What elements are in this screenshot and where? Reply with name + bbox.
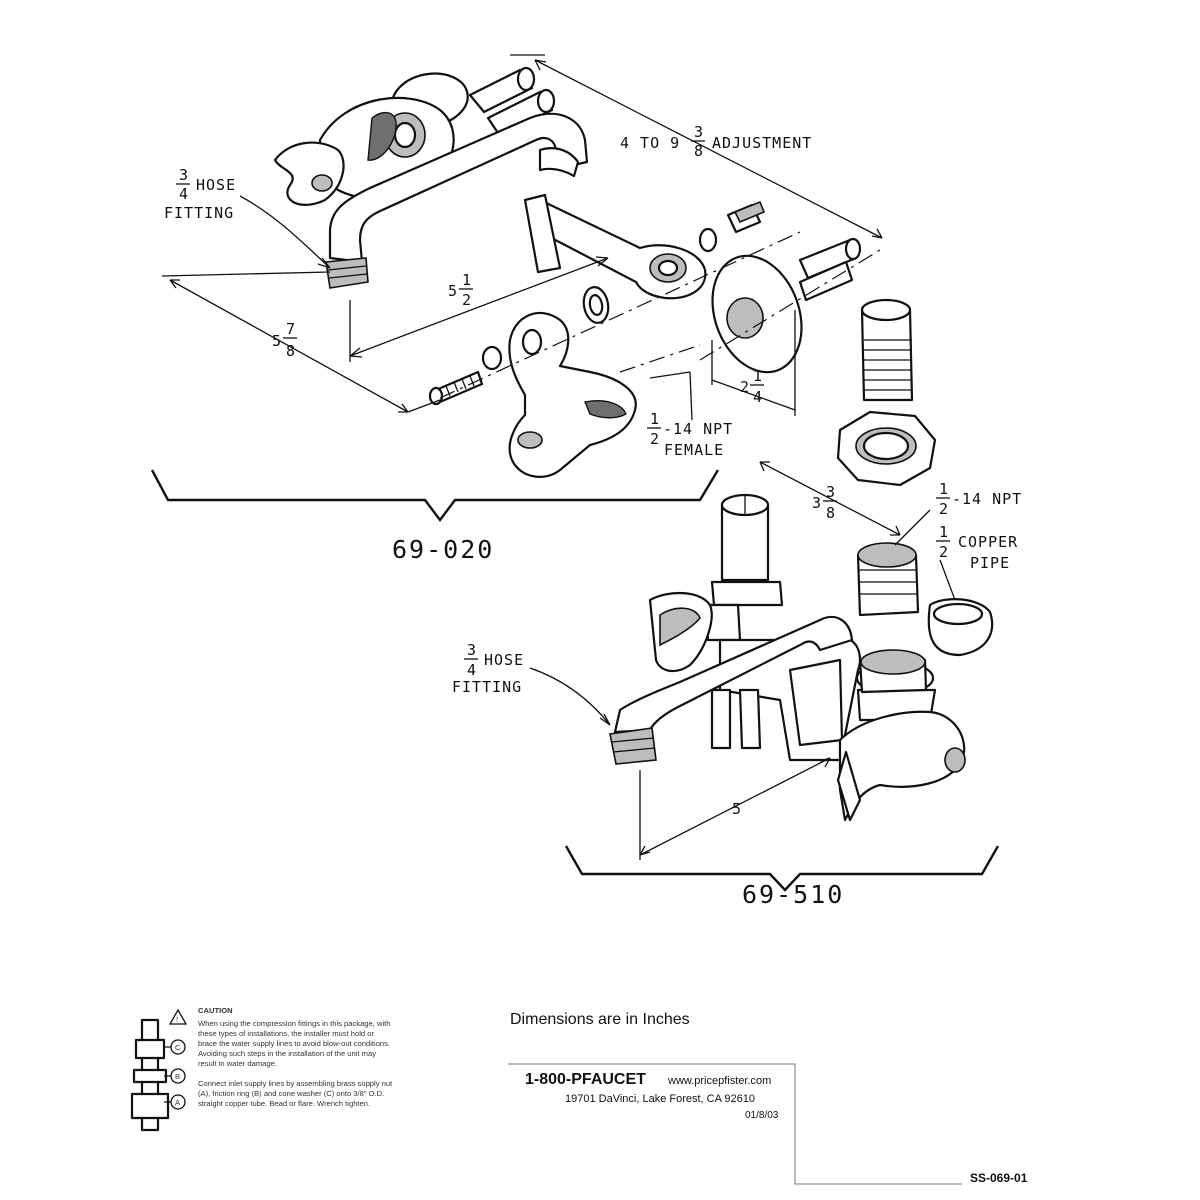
label-hose-fitting-bottom: 3 4 HOSE FITTING <box>452 641 524 696</box>
svg-text:3: 3 <box>694 123 703 141</box>
dimension-2-1-4: 2 1 4 <box>740 367 764 406</box>
svg-text:Connect inlet supply lines by: Connect inlet supply lines by assembling… <box>198 1079 393 1088</box>
svg-text:8: 8 <box>694 142 703 160</box>
svg-text:3: 3 <box>812 494 821 512</box>
svg-text:4 TO 9: 4 TO 9 <box>620 134 680 152</box>
svg-text:5: 5 <box>272 332 281 350</box>
bottom-labels: 3 3 8 1 2 -14 NPT 1 2 COPPER PIPE 3 4 HO… <box>452 480 1022 909</box>
faucet-69-510-drawing <box>609 298 994 822</box>
svg-text:1: 1 <box>650 410 659 428</box>
svg-text:brace the water supply lines t: brace the water supply lines to avoid bl… <box>198 1039 390 1048</box>
dimension-5-1-2: 5 1 2 <box>448 271 473 309</box>
svg-text:result in water damage.: result in water damage. <box>198 1059 277 1068</box>
faucet-69-020-drawing <box>273 66 881 478</box>
model-69-510: 69-510 <box>742 880 844 909</box>
svg-text:2: 2 <box>740 378 749 396</box>
svg-text:!: ! <box>176 1015 178 1024</box>
svg-text:1: 1 <box>939 523 948 541</box>
svg-text:(A), friction ring (B) and con: (A), friction ring (B) and cone washer (… <box>198 1089 384 1098</box>
brace-69-020 <box>150 469 720 522</box>
brace-69-510 <box>564 845 1000 892</box>
svg-text:-14 NPT: -14 NPT <box>952 490 1022 508</box>
svg-text:COPPER: COPPER <box>958 533 1018 551</box>
svg-text:1: 1 <box>462 271 471 289</box>
warning-icon <box>168 1008 188 1025</box>
svg-text:C: C <box>175 1043 181 1052</box>
svg-text:2: 2 <box>939 500 948 518</box>
svg-text:1: 1 <box>753 367 762 385</box>
svg-text:2: 2 <box>650 430 659 448</box>
top-dimensions <box>161 54 883 421</box>
svg-text:8: 8 <box>826 504 835 522</box>
dimension-5-7-8: 5 7 8 <box>272 320 297 360</box>
svg-text:3: 3 <box>179 166 188 184</box>
address: 19701 DaVinci, Lake Forest, CA 92610 <box>565 1093 755 1105</box>
svg-text:4: 4 <box>753 388 762 406</box>
svg-text:FITTING: FITTING <box>452 678 522 696</box>
website: www.pricepfister.com <box>667 1075 771 1087</box>
svg-text:1: 1 <box>939 480 948 498</box>
label-adjustment: 4 TO 9 3 8 ADJUSTMENT <box>620 123 812 160</box>
top-labels: 3 4 HOSE FITTING 4 TO 9 3 8 ADJUSTMENT 5… <box>164 123 812 564</box>
dimensions-note: Dimensions are in Inches <box>510 1011 690 1028</box>
company-info-box: 1-800-PFAUCET www.pricepfister.com 19701… <box>508 1063 962 1185</box>
svg-text:Avoiding such steps in the ins: Avoiding such steps in the installation … <box>198 1049 376 1058</box>
caution-title: CAUTION <box>198 1006 233 1015</box>
bottom-dimensions <box>529 461 956 860</box>
label-copper-pipe: 1 2 COPPER PIPE <box>936 523 1018 572</box>
svg-text:5: 5 <box>448 282 457 300</box>
svg-text:2: 2 <box>462 291 471 309</box>
svg-text:HOSE: HOSE <box>484 651 524 669</box>
svg-text:7: 7 <box>286 320 295 338</box>
svg-text:straight copper tube. Bead or: straight copper tube. Bead or flare. Wre… <box>198 1099 370 1108</box>
svg-text:B: B <box>175 1072 180 1081</box>
revision-date: 01/8/03 <box>745 1110 779 1121</box>
svg-text:-14 NPT: -14 NPT <box>663 420 733 438</box>
dimension-5: 5 <box>732 800 741 818</box>
label-hose-fitting-top: 3 4 HOSE FITTING <box>164 166 236 222</box>
svg-text:When using the compression fit: When using the compression fittings in t… <box>198 1019 390 1028</box>
svg-text:3: 3 <box>467 641 476 659</box>
svg-text:A: A <box>175 1098 181 1107</box>
svg-text:8: 8 <box>286 342 295 360</box>
caution-box: C B A ! CAUTION When using the compressi… <box>130 1006 393 1132</box>
svg-text:PIPE: PIPE <box>970 554 1010 572</box>
document-number: SS-069-01 <box>970 1171 1028 1185</box>
svg-text:4: 4 <box>179 185 188 203</box>
label-npt-female: 1 2 -14 NPT FEMALE <box>647 410 733 459</box>
model-69-020: 69-020 <box>392 535 494 564</box>
svg-text:HOSE: HOSE <box>196 176 236 194</box>
svg-text:4: 4 <box>467 661 476 679</box>
phone-number: 1-800-PFAUCET <box>525 1071 646 1088</box>
svg-text:ADJUSTMENT: ADJUSTMENT <box>712 134 812 152</box>
svg-text:FITTING: FITTING <box>164 204 234 222</box>
svg-text:these types of installations,: these types of installations, the instal… <box>198 1029 374 1038</box>
svg-text:FEMALE: FEMALE <box>664 441 724 459</box>
label-npt-right: 1 2 -14 NPT <box>936 480 1022 518</box>
svg-text:3: 3 <box>826 483 835 501</box>
svg-text:2: 2 <box>939 543 948 561</box>
dimension-3-3-8: 3 3 8 <box>812 483 837 522</box>
